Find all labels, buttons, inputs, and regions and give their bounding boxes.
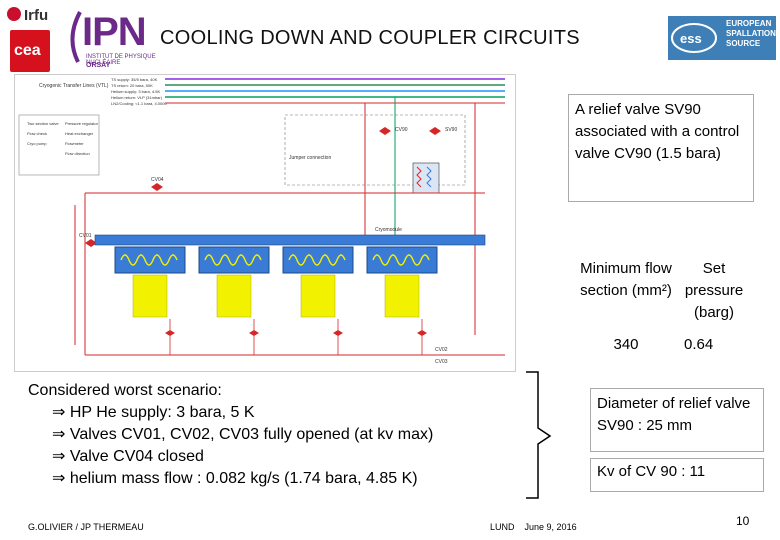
set-pressure-header: Set pressure (barg)	[684, 260, 744, 321]
ipn-swoosh-icon	[70, 11, 82, 63]
cea-logo: cea	[10, 30, 50, 72]
supply-line-label: TS return: 20 bara, 50K	[111, 83, 153, 88]
cavity-cell-icon	[288, 254, 346, 266]
min-flow-header: Minimum flow section (mm²)	[580, 260, 672, 299]
cavity	[114, 246, 186, 274]
supply-line-label: Helium return: VLP (31mbar)	[111, 95, 163, 100]
right-brace-icon	[526, 371, 552, 499]
heat-exchanger-coil	[426, 166, 432, 188]
ess-logo-text: EUROPEAN SPALLATION SOURCE	[726, 19, 776, 48]
jumper-label: Jumper connection	[289, 155, 331, 161]
coupler-group	[132, 274, 420, 318]
footer-location-date: LUND June 9, 2016	[490, 522, 577, 532]
irfu-logo-icon: Irfu	[7, 7, 48, 24]
irfu-logo: Irfu	[6, 4, 66, 26]
page-title: COOLING DOWN AND COUPLER CIRCUITS	[160, 27, 580, 49]
scenario-item: ⇒ helium mass flow : 0.082 kg/s (1.74 ba…	[28, 468, 488, 490]
coupler-block	[132, 274, 168, 318]
valve-cv01: CV01	[79, 233, 97, 247]
ipn-logo-orsay: ORSAY	[86, 62, 111, 69]
legend-box	[18, 114, 100, 176]
implies-icon: ⇒	[52, 448, 66, 465]
scenario-item: ⇒ Valves CV01, CV02, CV03 fully opened (…	[28, 424, 488, 446]
supply-line-label: LN2/Cooling: <1.1 bara, 4.0000	[111, 101, 167, 106]
coupler-block	[216, 274, 252, 318]
cavity-cell-icon	[372, 254, 430, 266]
jumper-connection-box	[284, 114, 466, 186]
worst-scenario: Considered worst scenario: ⇒ HP He suppl…	[28, 380, 488, 490]
legend-item: Flowmeter	[65, 141, 84, 146]
coupler-valves	[165, 330, 427, 336]
legend-item: Flow check	[27, 131, 47, 136]
valve-label: SV90	[445, 127, 457, 133]
circuit-schematic: Cryogenic Transfer Lines (VTL) Two secti…	[18, 77, 505, 365]
ess-emblem-icon: ess	[671, 23, 717, 53]
cavity	[366, 246, 438, 274]
footer-location: LUND	[490, 522, 515, 532]
cea-logo-text: cea	[14, 42, 41, 59]
scenario-item-text: helium mass flow : 0.082 kg/s (1.74 bara…	[69, 470, 418, 487]
implies-icon: ⇒	[52, 426, 66, 443]
coupler-block	[300, 274, 336, 318]
valve-label: CV90	[395, 127, 408, 133]
svg-text:ess: ess	[680, 31, 702, 46]
cavity-cell-icon	[120, 254, 178, 266]
footer-date: June 9, 2016	[524, 522, 577, 532]
cryomodule-header-pipe	[94, 234, 486, 246]
legend-item: Flow direction	[65, 151, 90, 156]
page-number: 10	[736, 514, 750, 528]
valve-cv90: CV90	[379, 127, 408, 135]
valve-label: CV01	[79, 233, 92, 239]
valve-cv04: CV04	[151, 177, 164, 191]
ipn-logo: IPN INSTITUT DE PHYSIQUE NUCLÉAIRE ORSAY	[64, 8, 164, 69]
supply-line-label: Helium supply: 3 bara, 4.5K	[111, 89, 160, 94]
scenario-item-text: Valve CV04 closed	[69, 448, 204, 465]
kv-note: Kv of CV 90 : 11	[590, 458, 764, 492]
min-flow-value: 340	[613, 336, 639, 353]
set-pressure-value: 0.64	[684, 336, 714, 353]
relief-diameter-note: Diameter of relief valve SV90 : 25 mm	[590, 388, 764, 452]
legend-item: Pressure regulator	[65, 121, 99, 126]
ipn-logo-text: IPN	[82, 10, 147, 54]
kv-text: Kv of CV 90 : 11	[597, 463, 706, 480]
cavity	[282, 246, 354, 274]
supply-line-label: TS supply: 35/5 bara, 40K	[111, 77, 158, 82]
ess-logo: ess EUROPEAN SPALLATION SOURCE	[668, 16, 776, 60]
cryomodule-label: Cryomodule	[375, 227, 402, 233]
relief-diameter-text: Diameter of relief valve SV90 : 25 mm	[597, 395, 751, 434]
scenario-item-text: HP He supply: 3 bara, 5 K	[69, 404, 255, 421]
cavity-group	[114, 246, 438, 274]
scenario-item: ⇒ HP He supply: 3 bara, 5 K	[28, 402, 488, 424]
valve-label: CV03	[435, 359, 448, 365]
irfu-logo-text: Irfu	[24, 7, 48, 24]
relief-valve-text: A relief valve SV90 associated with a co…	[575, 101, 740, 162]
cavity	[198, 246, 270, 274]
valve-sv90: SV90	[429, 127, 457, 135]
valve-label: CV02	[435, 347, 448, 353]
legend-item: Cryo pump	[27, 141, 47, 146]
scenario-item: ⇒ Valve CV04 closed	[28, 446, 488, 468]
ipn-logo-subtitle: INSTITUT DE PHYSIQUE NUCLÉAIRE	[86, 54, 156, 66]
valve-label: CV04	[151, 177, 164, 183]
scenario-title: Considered worst scenario:	[28, 382, 222, 399]
implies-icon: ⇒	[52, 404, 66, 421]
heat-exchanger-coil	[416, 166, 422, 188]
cooling-circuit-diagram: Cryogenic Transfer Lines (VTL) Two secti…	[14, 74, 516, 372]
legend-item: Two section valve	[27, 121, 59, 126]
legend-item: Heat exchanger	[65, 131, 94, 136]
relief-valve-note: A relief valve SV90 associated with a co…	[568, 94, 754, 202]
scenario-item-text: Valves CV01, CV02, CV03 fully opened (at…	[69, 426, 434, 443]
implies-icon: ⇒	[52, 470, 66, 487]
cavity-cell-icon	[204, 254, 262, 266]
coupler-block	[384, 274, 420, 318]
footer-authors: G.OLIVIER / JP THERMEAU	[28, 522, 144, 532]
legend-title: Cryogenic Transfer Lines (VTL)	[39, 83, 109, 89]
